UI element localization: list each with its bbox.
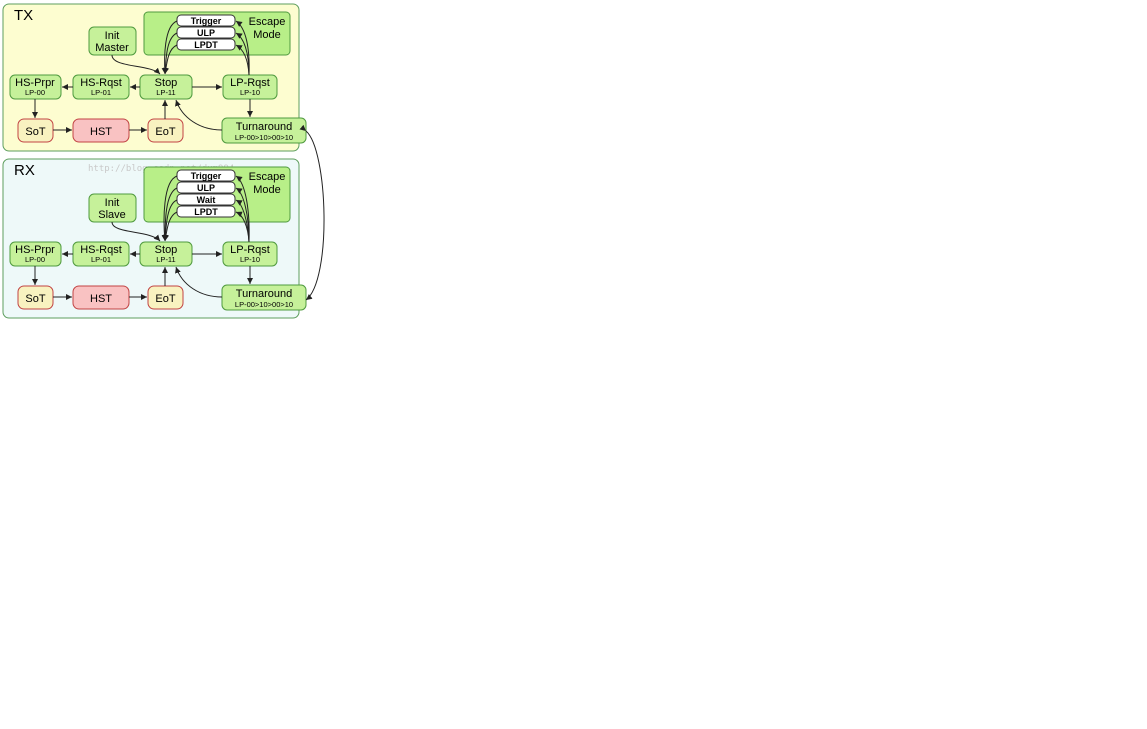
tx-panel: TX Escape Mode Trigger ULP LPDT Init Mas… <box>2 3 307 152</box>
tx-stop-sub: LP-11 <box>156 88 175 97</box>
tx-lp-rqst-node[interactable]: LP-Rqst LP-10 <box>222 74 278 100</box>
rx-arrow-turnaround-to-stop <box>175 266 223 298</box>
rx-hs-rqst-node[interactable]: HS-Rqst LP-01 <box>72 241 130 267</box>
tx-escape-mode-label-1: Escape <box>249 16 286 28</box>
rx-escape-item-ulp[interactable]: ULP <box>176 181 236 194</box>
tx-eot-node[interactable]: EoT <box>147 118 184 143</box>
rx-lp-rqst-label: LP-Rqst <box>230 244 270 256</box>
rx-eot-label: EoT <box>155 293 175 305</box>
rx-escape-item-box <box>176 205 236 218</box>
rx-turnaround-node[interactable]: Turnaround LP-00>10>00>10 <box>221 284 307 311</box>
rx-lp-rqst-sub: LP-10 <box>240 255 260 264</box>
rx-escape-mode[interactable]: Escape Mode Trigger ULP Wait LPDT <box>143 166 291 223</box>
tx-escape-item-label: Trigger <box>191 16 222 26</box>
rx-escape-item-box <box>176 193 236 206</box>
tx-arrow-lpdt-to-stop <box>163 44 178 75</box>
tx-hs-rqst-node[interactable]: HS-Rqst LP-01 <box>72 74 130 100</box>
tx-hs-prpr-node[interactable]: HS-Prpr LP-00 <box>9 74 62 100</box>
rx-init-node[interactable]: Init Slave <box>88 193 137 223</box>
tx-arrow-turnaround-to-stop <box>175 99 223 131</box>
rx-hst-label: HST <box>90 293 112 305</box>
rx-stop-label: Stop <box>155 244 178 256</box>
rx-hs-prpr-label: HS-Prpr <box>15 244 55 256</box>
rx-escape-mode-label-1: Escape <box>249 171 286 183</box>
rx-stop-sub: LP-11 <box>156 255 175 264</box>
tx-escape-item-box <box>176 14 236 27</box>
tx-hs-rqst-label: HS-Rqst <box>80 77 122 89</box>
tx-sot-label: SoT <box>25 126 45 138</box>
tx-hst-node[interactable]: HST <box>72 118 130 143</box>
tx-arrow-lp-rqst-to-lpdt <box>235 44 250 76</box>
rx-escape-item-wait[interactable]: Wait <box>176 193 236 206</box>
rx-hs-rqst-label: HS-Rqst <box>80 244 122 256</box>
tx-escape-item-label: ULP <box>197 28 215 38</box>
rx-init-label-1: Init <box>105 197 120 209</box>
rx-escape-item-lpdt[interactable]: LPDT <box>176 205 236 218</box>
rx-sot-node[interactable]: SoT <box>17 285 54 310</box>
tx-turnaround-label: Turnaround <box>236 121 292 133</box>
rx-turnaround-label: Turnaround <box>236 288 292 300</box>
rx-hs-rqst-sub: LP-01 <box>91 255 111 264</box>
rx-title: RX <box>14 162 35 179</box>
tx-init-node[interactable]: Init Master <box>88 26 137 56</box>
tx-escape-item-trigger[interactable]: Trigger <box>176 14 236 27</box>
tx-sot-node[interactable]: SoT <box>17 118 54 143</box>
rx-escape-item-label: ULP <box>197 183 215 193</box>
rx-hs-prpr-sub: LP-00 <box>25 255 45 264</box>
tx-arrow-init-to-stop <box>111 54 161 75</box>
tx-hs-prpr-sub: LP-00 <box>25 88 45 97</box>
tx-escape-item-box <box>176 26 236 39</box>
tx-escape-item-ulp[interactable]: ULP <box>176 26 236 39</box>
tx-lp-rqst-label: LP-Rqst <box>230 77 270 89</box>
rx-turnaround-sub: LP-00>10>00>10 <box>235 300 293 309</box>
turnaround-link-arrow <box>299 124 325 301</box>
rx-hst-node[interactable]: HST <box>72 285 130 310</box>
tx-turnaround-sub: LP-00>10>00>10 <box>235 133 293 142</box>
rx-escape-item-label: LPDT <box>194 207 218 217</box>
tx-escape-mode-label-2: Mode <box>253 29 281 41</box>
tx-escape-item-label: LPDT <box>194 40 218 50</box>
tx-hs-rqst-sub: LP-01 <box>91 88 111 97</box>
tx-lp-rqst-sub: LP-10 <box>240 88 260 97</box>
tx-escape-item-lpdt[interactable]: LPDT <box>176 38 236 51</box>
tx-stop-label: Stop <box>155 77 178 89</box>
tx-arrows <box>32 20 253 133</box>
rx-arrow-init-to-stop <box>111 221 161 242</box>
tx-escape-mode[interactable]: Escape Mode Trigger ULP LPDT <box>143 11 291 56</box>
rx-arrow-lpdt-to-stop <box>163 211 178 242</box>
tx-init-label-2: Master <box>95 42 129 54</box>
rx-panel: RX http://blog.csdn.net/dxm994 Escape Mo… <box>2 158 307 319</box>
rx-arrow-lp-rqst-to-lpdt <box>235 211 250 243</box>
rx-stop-node[interactable]: Stop LP-11 <box>139 241 193 267</box>
rx-arrows <box>32 175 253 300</box>
rx-eot-node[interactable]: EoT <box>147 285 184 310</box>
tx-hs-prpr-label: HS-Prpr <box>15 77 55 89</box>
tx-hst-label: HST <box>90 126 112 138</box>
rx-escape-item-label: Trigger <box>191 171 222 181</box>
rx-lp-rqst-node[interactable]: LP-Rqst LP-10 <box>222 241 278 267</box>
rx-escape-item-box <box>176 181 236 194</box>
rx-hs-prpr-node[interactable]: HS-Prpr LP-00 <box>9 241 62 267</box>
rx-escape-item-label: Wait <box>197 195 216 205</box>
tx-title: TX <box>14 7 33 24</box>
tx-turnaround-node[interactable]: Turnaround LP-00>10>00>10 <box>221 117 307 144</box>
rx-init-label-2: Slave <box>98 209 126 221</box>
tx-eot-label: EoT <box>155 126 175 138</box>
tx-init-label-1: Init <box>105 30 120 42</box>
rx-escape-mode-label-2: Mode <box>253 184 281 196</box>
rx-escape-item-box <box>176 169 236 182</box>
rx-escape-item-trigger[interactable]: Trigger <box>176 169 236 182</box>
tx-escape-item-box <box>176 38 236 51</box>
tx-stop-node[interactable]: Stop LP-11 <box>139 74 193 100</box>
rx-sot-label: SoT <box>25 293 45 305</box>
